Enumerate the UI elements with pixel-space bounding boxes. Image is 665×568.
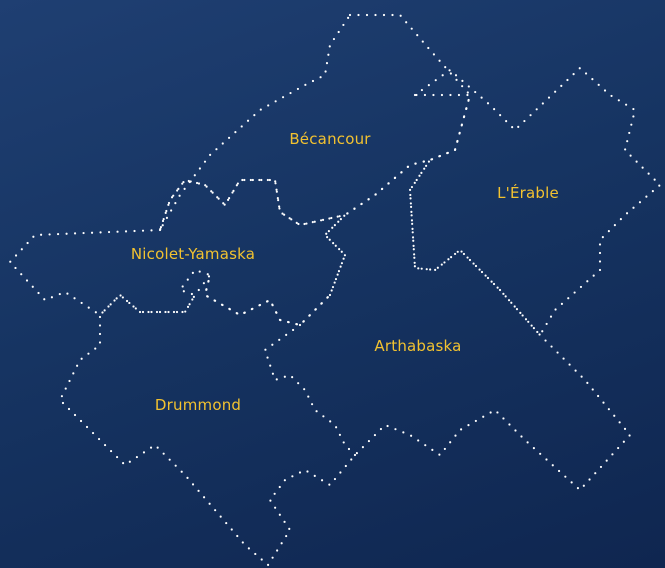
label-becancour: Bécancour — [289, 130, 371, 148]
region-becancour[interactable] — [158, 13, 472, 231]
region-arthabaska[interactable] — [58, 158, 632, 567]
region-lerable[interactable] — [408, 66, 662, 337]
label-arthabaska: Arthabaska — [374, 337, 462, 355]
label-drummond: Drummond — [154, 396, 242, 414]
label-lerable: L'Érable — [497, 184, 559, 202]
region-drummond[interactable] — [263, 323, 357, 457]
label-nicolet: Nicolet-Yamaska — [130, 245, 256, 263]
